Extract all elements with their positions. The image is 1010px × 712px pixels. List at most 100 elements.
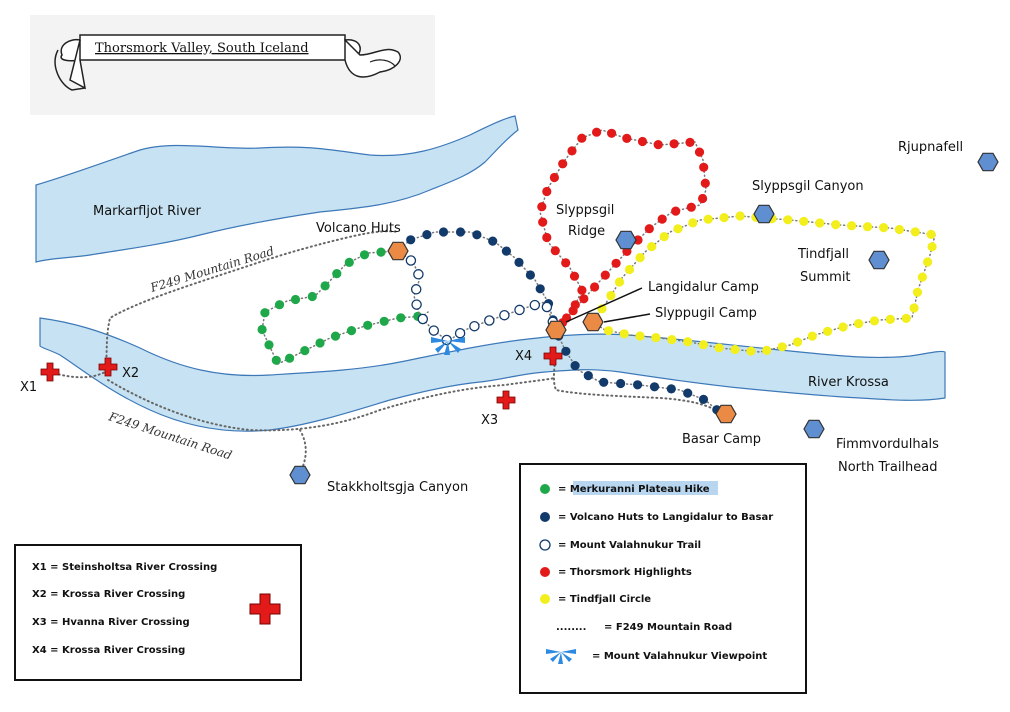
navy-trail-dot xyxy=(406,235,416,245)
tindfjall-trail-dot xyxy=(683,337,693,347)
crossing-legend-x3: X3 = Hvanna River Crossing xyxy=(32,617,190,628)
tindfjall-trail-dot xyxy=(783,215,793,225)
merkuranni-trail-dot xyxy=(260,308,270,318)
tindfjall-trail-dot xyxy=(894,224,905,235)
legend-red: = Thorsmork Highlights xyxy=(558,567,692,578)
river-crossings xyxy=(40,346,563,410)
place-labels: Markarfljot River Volcano Huts Slyppsgil… xyxy=(20,140,963,495)
tindfjall-trail-dot xyxy=(854,319,864,329)
navy-trail-dot xyxy=(561,346,571,356)
tindfjall-trail-dot xyxy=(719,213,729,223)
legend-yellow-dot xyxy=(540,594,550,604)
label-slyppsgil-ridge: Slyppsgil xyxy=(556,203,614,218)
merkuranni-trail-dot xyxy=(290,294,301,305)
tindfjall-trail-dot xyxy=(606,290,616,301)
tindfjall-trail-dot xyxy=(823,326,833,336)
tindfjall-trail-dot xyxy=(909,303,919,313)
highlights-trail-dot xyxy=(694,147,705,157)
rjupnafell-hex xyxy=(977,152,999,172)
navy-trail-dot xyxy=(422,230,432,240)
label-slyppsgil-ridge-2: Ridge xyxy=(568,224,605,239)
valahnukur-trail-dot xyxy=(499,309,510,321)
navy-trail-dot xyxy=(501,246,511,256)
label-x1: X1 xyxy=(20,380,37,395)
highlights-trail-dot xyxy=(538,217,548,227)
crossing-x1-icon xyxy=(40,362,60,382)
tindfjall-trail-dot xyxy=(799,216,809,226)
navy-trail-dot xyxy=(649,382,660,392)
navy-trail-dot xyxy=(683,388,693,398)
slyppugil-camp-hex xyxy=(582,312,604,332)
tindfjall-trail-dot xyxy=(815,218,825,228)
valahnukur-trail-dot xyxy=(454,327,466,339)
highlights-trail-dot xyxy=(600,270,610,280)
valahnukur-trail-dot xyxy=(469,320,480,332)
valahnukur-trail xyxy=(392,245,559,346)
merkuranni-trail-dot xyxy=(307,291,317,302)
label-slyppsgil-canyon: Slyppsgil Canyon xyxy=(752,179,864,194)
tindfjall-trail-dot xyxy=(603,326,614,336)
highlights-trail-dot xyxy=(698,193,708,204)
label-slyppugil: Slyppugil Camp xyxy=(655,306,757,321)
label-langidalur: Langidalur Camp xyxy=(648,280,759,295)
crossing-cross-icon xyxy=(249,593,281,625)
tindfjall-trail-dot xyxy=(838,322,848,332)
merkuranni-trail-dot xyxy=(315,338,325,348)
tindfjall-trail-dot xyxy=(926,229,936,239)
label-x2: X2 xyxy=(122,366,139,381)
highlights-trail-dot xyxy=(622,133,632,143)
tindfjall-trail-dot xyxy=(847,221,857,231)
navy-trail-dot xyxy=(666,384,676,394)
legend-viewpoint: = Mount Valahnukur Viewpoint xyxy=(592,651,767,662)
map-title: Thorsmork Valley, South Iceland xyxy=(95,41,309,56)
tindfjall-trail-dot xyxy=(923,257,933,267)
merkuranni-trail-path xyxy=(261,250,429,366)
volcano-huts-hex xyxy=(387,241,409,261)
label-stakkholtsgja: Stakkholtsgja Canyon xyxy=(327,480,468,495)
crossing-legend-x2: X2 = Krossa River Crossing xyxy=(32,589,185,600)
trails xyxy=(257,127,937,415)
tindfjall-trail-dot xyxy=(807,331,817,341)
tindfjall-trail-dot xyxy=(714,343,724,353)
tindfjall-trail-dot xyxy=(735,211,745,221)
valahnukur-trail-dot xyxy=(410,284,422,295)
crossing-legend-x1: X1 = Steinsholtsa River Crossing xyxy=(32,562,217,573)
tindfjall-trail-dot xyxy=(703,214,713,224)
tindfjall-trail-dot xyxy=(635,253,645,263)
highlights-trail-dot xyxy=(579,294,589,304)
highlights-trail-dot xyxy=(592,127,602,137)
tindfjall-trail-dot xyxy=(777,342,787,352)
tindfjall-trail-path xyxy=(592,215,936,353)
merkuranni-trail-dot xyxy=(257,324,267,335)
merkuranni-trail-dot xyxy=(332,269,342,279)
highlights-trail-dot xyxy=(561,258,571,268)
merkuranni-trail-dot xyxy=(359,250,370,260)
highlights-trail-dot xyxy=(669,139,679,149)
legend-road-sample: ........ xyxy=(556,622,586,633)
legend-open-dot xyxy=(539,539,551,551)
tindfjall-trail-dot xyxy=(667,335,677,345)
tindfjall-trail-dot xyxy=(879,223,889,233)
merkuranni-trail-dot xyxy=(264,340,274,350)
navy-trail-dot xyxy=(633,380,643,390)
tindfjall-trail-dot xyxy=(614,277,625,287)
merkuranni-trail-dot xyxy=(300,346,310,356)
merkuranni-trail-dot xyxy=(376,247,386,257)
tindfjall-trail-dot xyxy=(730,344,740,355)
navy-trail-dot xyxy=(472,230,482,240)
valahnukur-trail-dot xyxy=(514,304,525,316)
tindfjall-trail-dot xyxy=(910,227,920,237)
tindfjall-trail-dot xyxy=(619,329,629,339)
stakkholtsgja-hex xyxy=(289,465,311,485)
highlights-trail-dot xyxy=(542,186,552,197)
slyppsgil-ridge-hex xyxy=(615,230,637,250)
valahnukur-trail-dot xyxy=(417,313,429,325)
highlights-trail-dot xyxy=(542,232,552,243)
label-x4: X4 xyxy=(515,349,532,364)
navy-trail-dot xyxy=(698,394,709,404)
legend-viewpoint-icon xyxy=(546,649,576,664)
label-tindfjall-2: Summit xyxy=(800,270,851,285)
tindfjall-trail-dot xyxy=(831,220,841,230)
highlights-trail-dot xyxy=(685,137,695,147)
pointer-lines xyxy=(565,287,651,323)
